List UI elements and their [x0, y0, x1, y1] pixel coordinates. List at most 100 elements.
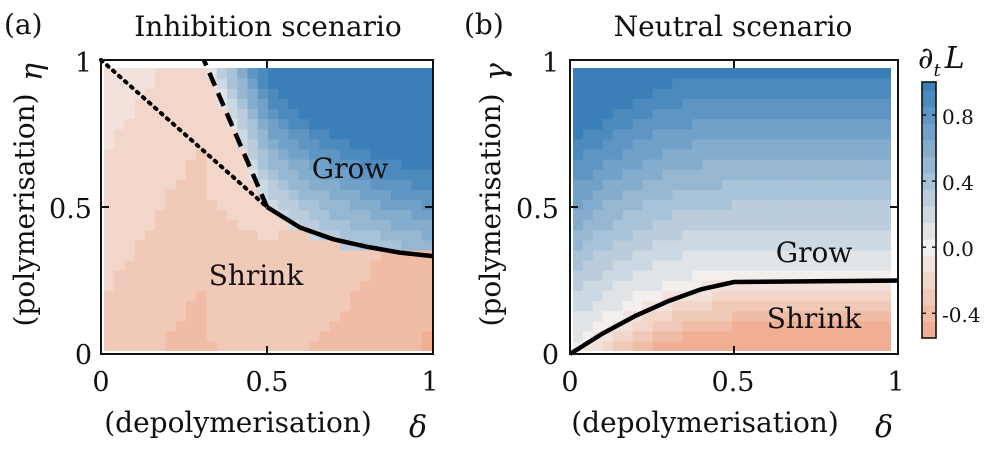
heatmap-cell — [124, 118, 136, 130]
heatmap-cell — [237, 98, 249, 110]
heatmap-cell — [871, 108, 882, 120]
heatmap-cell — [851, 300, 862, 312]
heatmap-cell — [582, 138, 594, 150]
heatmap-cell — [771, 98, 783, 110]
heatmap-cell — [124, 88, 136, 99]
heatmap-cell — [573, 138, 584, 150]
heatmap-cell — [811, 330, 823, 342]
heatmap-cell — [682, 98, 693, 110]
heatmap-cell — [642, 138, 654, 150]
heatmap-cell — [350, 169, 361, 180]
heatmap-cell — [268, 88, 279, 99]
heatmap-cell — [781, 270, 793, 281]
heatmap-cell — [682, 189, 693, 200]
heatmap-cell — [124, 209, 136, 221]
heatmap-cell — [380, 330, 392, 342]
heatmap-cell — [145, 330, 156, 342]
heatmap-cell — [722, 108, 733, 120]
heatmap-cell — [155, 270, 167, 281]
heatmap-cell — [662, 118, 673, 130]
heatmap-cell — [391, 310, 402, 322]
heatmap-cell — [114, 300, 126, 312]
heatmap-cell — [582, 330, 594, 342]
heatmap-cell — [781, 189, 793, 200]
heatmap-cell — [751, 270, 763, 281]
heatmap-cell — [411, 98, 423, 110]
heatmap-cell — [206, 310, 218, 322]
heatmap-cell — [114, 189, 126, 200]
heatmap-cell — [662, 280, 673, 291]
heatmap-cell — [622, 280, 634, 291]
heatmap-cell — [309, 320, 320, 332]
heatmap-cell — [612, 108, 624, 120]
heatmap-cell — [851, 280, 862, 291]
heatmap-cell — [851, 118, 862, 130]
panel-b-region-shrink: Shrink — [767, 302, 863, 335]
heatmap-cell — [751, 300, 763, 312]
heatmap-cell — [247, 138, 259, 150]
heatmap-cell — [732, 209, 743, 221]
heatmap-cell — [573, 128, 584, 140]
heatmap-cell — [672, 340, 683, 351]
heatmap-cell — [288, 128, 300, 140]
heatmap-cell — [861, 199, 872, 211]
heatmap-cell — [662, 249, 673, 261]
heatmap-cell — [145, 340, 156, 351]
heatmap-cell — [329, 340, 341, 351]
heatmap-cell — [186, 199, 197, 211]
heatmap-cell — [421, 128, 432, 140]
heatmap-cell — [622, 118, 634, 130]
heatmap-cell — [871, 158, 882, 170]
heatmap-cell — [329, 320, 341, 332]
heatmap-cell — [155, 148, 167, 160]
heatmap-cell — [227, 310, 238, 322]
heatmap-cell — [370, 229, 382, 241]
heatmap-cell — [861, 229, 872, 241]
heatmap-cell — [632, 179, 644, 190]
heatmap-cell — [360, 290, 372, 302]
heatmap-cell — [672, 158, 683, 170]
heatmap-cell — [145, 88, 156, 99]
heatmap-cell — [652, 189, 664, 200]
heatmap-cell — [339, 310, 351, 322]
heatmap-cell — [781, 330, 793, 342]
heatmap-cell — [781, 280, 793, 291]
heatmap-cell — [165, 300, 177, 312]
heatmap-cell — [175, 158, 187, 170]
heatmap-cell — [741, 209, 753, 221]
heatmap-cell — [732, 169, 743, 180]
heatmap-cell — [247, 260, 259, 271]
heatmap-cell — [401, 169, 413, 180]
heatmap-cell — [652, 280, 664, 291]
heatmap-cell — [841, 179, 852, 190]
heatmap-cell — [831, 229, 842, 241]
heatmap-cell — [268, 270, 279, 281]
heatmap-cell — [257, 219, 269, 231]
heatmap-cell — [682, 108, 693, 120]
heatmap-cell — [114, 340, 126, 351]
heatmap-cell — [124, 199, 136, 211]
heatmap-cell — [288, 320, 300, 332]
heatmap-cell — [268, 118, 279, 130]
heatmap-cell — [662, 320, 673, 332]
heatmap-cell — [196, 88, 208, 99]
heatmap-cell — [309, 209, 320, 221]
heatmap-cell — [722, 128, 733, 140]
heatmap-cell — [722, 229, 733, 241]
heatmap-cell — [841, 310, 852, 322]
heatmap-cell — [692, 219, 703, 231]
heatmap-cell — [380, 280, 392, 291]
heatmap-cell — [771, 270, 783, 281]
heatmap-cell — [237, 280, 249, 291]
heatmap-cell — [227, 88, 238, 99]
heatmap-cell — [165, 270, 177, 281]
heatmap-cell — [227, 209, 238, 221]
heatmap-cell — [329, 280, 341, 291]
heatmap-cell — [175, 128, 187, 140]
heatmap-cell — [401, 290, 413, 302]
heatmap-cell — [722, 209, 733, 221]
heatmap-cell — [682, 249, 693, 261]
heatmap-cell — [421, 118, 432, 130]
heatmap-cell — [278, 270, 290, 281]
heatmap-cell — [861, 300, 872, 312]
